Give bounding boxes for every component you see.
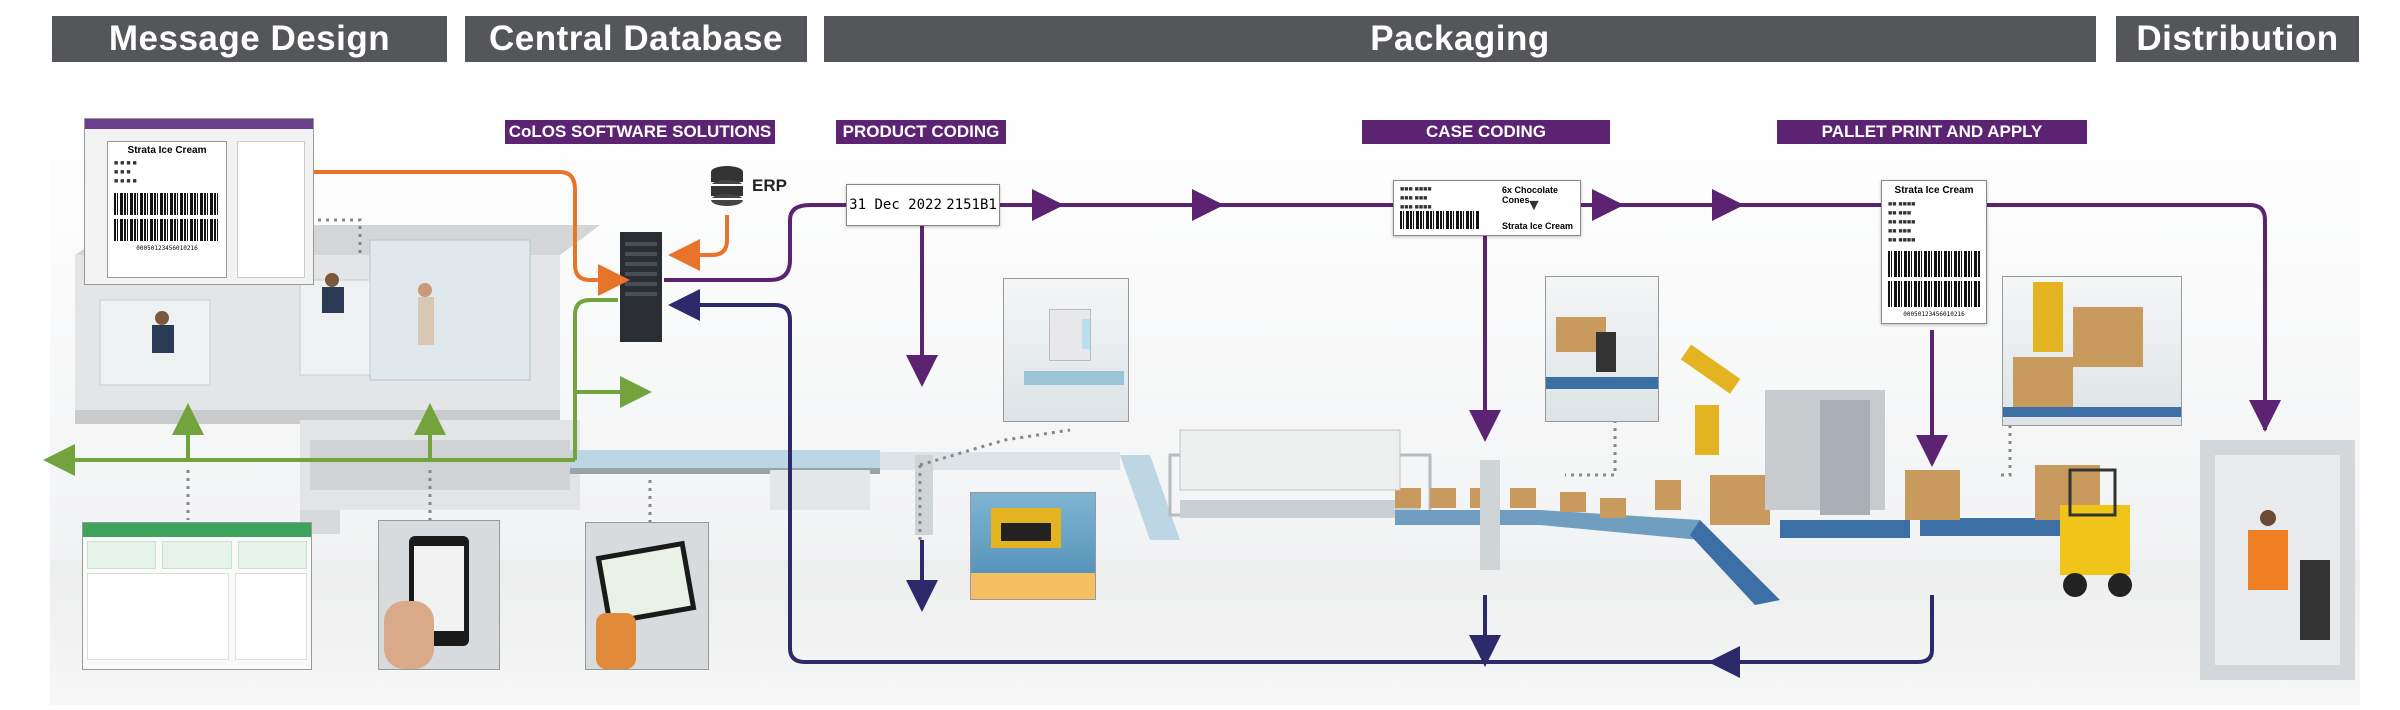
orange-arrow-design-to-server	[310, 170, 630, 296]
office-building	[75, 225, 600, 534]
design-label-title: Strata Ice Cream	[127, 145, 207, 156]
section-header-central-database: Central Database	[465, 16, 807, 62]
design-label-barcode-2	[114, 219, 220, 241]
purple-main-line	[664, 203, 2281, 432]
design-label-code: 00050123456010216	[136, 245, 198, 252]
photo-inset-coder	[1003, 278, 1129, 422]
section-header-distribution: Distribution	[2116, 16, 2359, 62]
database-icon	[711, 166, 743, 206]
green-line-vertical	[573, 298, 618, 460]
pallet-label-title: Strata Ice Cream	[1894, 185, 1974, 196]
design-label-barcode-1	[114, 193, 220, 215]
section-header-packaging: Packaging	[824, 16, 2096, 62]
section-header-message-design: Message Design	[52, 16, 447, 62]
smartphone-photo	[378, 520, 500, 670]
erp-label: ERP	[752, 176, 787, 195]
conveyor-line	[570, 344, 2132, 605]
case-label-brand: Strata Ice Cream	[1502, 221, 1574, 231]
server-rack	[620, 232, 662, 342]
product-code-date: 31 Dec 2022	[849, 197, 942, 213]
delivery-truck	[2200, 440, 2355, 680]
cone-icon: ▼	[1526, 197, 1542, 214]
tag-case-coding: CASE CODING	[1362, 120, 1610, 144]
case-label-title: 6x Chocolate Cones	[1502, 185, 1559, 205]
dashboard-screenshot	[82, 522, 312, 670]
tablet-photo	[585, 522, 709, 670]
dotted-connector-5	[919, 428, 1071, 467]
tag-product-coding: PRODUCT CODING	[836, 120, 1006, 144]
dotted-connector-7	[2000, 425, 2012, 477]
photo-inset-scanner	[970, 492, 1096, 600]
dotted-connector-1	[318, 218, 362, 255]
product-code-print: 31 Dec 2022 2151B1	[846, 184, 1000, 226]
design-software-screenshot: Strata Ice Cream ■ ■ ■ ■■ ■ ■■ ■ ■ ■ 000…	[84, 118, 314, 285]
design-label-preview: Strata Ice Cream ■ ■ ■ ■■ ■ ■■ ■ ■ ■ 000…	[107, 141, 227, 278]
photo-inset-pallet-robot	[2002, 276, 2182, 426]
pallet-label-barcode-2	[1888, 281, 1980, 307]
pallet-label-code: 00050123456010216	[1903, 311, 1965, 318]
orange-arrow-erp-to-server	[668, 215, 729, 271]
pallet-label: Strata Ice Cream ■■ ■■■■■■ ■■■■■ ■■■■■■ …	[1881, 180, 1987, 324]
tag-colos-software-solutions: CoLOS SOFTWARE SOLUTIONS	[505, 120, 775, 144]
dotted-connector-6	[1565, 420, 1617, 477]
photo-inset-case-coder	[1545, 276, 1659, 422]
case-label-barcode	[1400, 211, 1480, 229]
case-code-label: ■■■ ■■■■■■■ ■■■■■■ ■■■■ 6x Chocolate Con…	[1393, 180, 1581, 236]
pallet-label-barcode-1	[1888, 251, 1980, 277]
product-code-batch: 2151B1	[946, 197, 997, 213]
navy-feedback-line	[668, 289, 1934, 664]
tag-pallet-print-and-apply: PALLET PRINT AND APPLY	[1777, 120, 2087, 144]
